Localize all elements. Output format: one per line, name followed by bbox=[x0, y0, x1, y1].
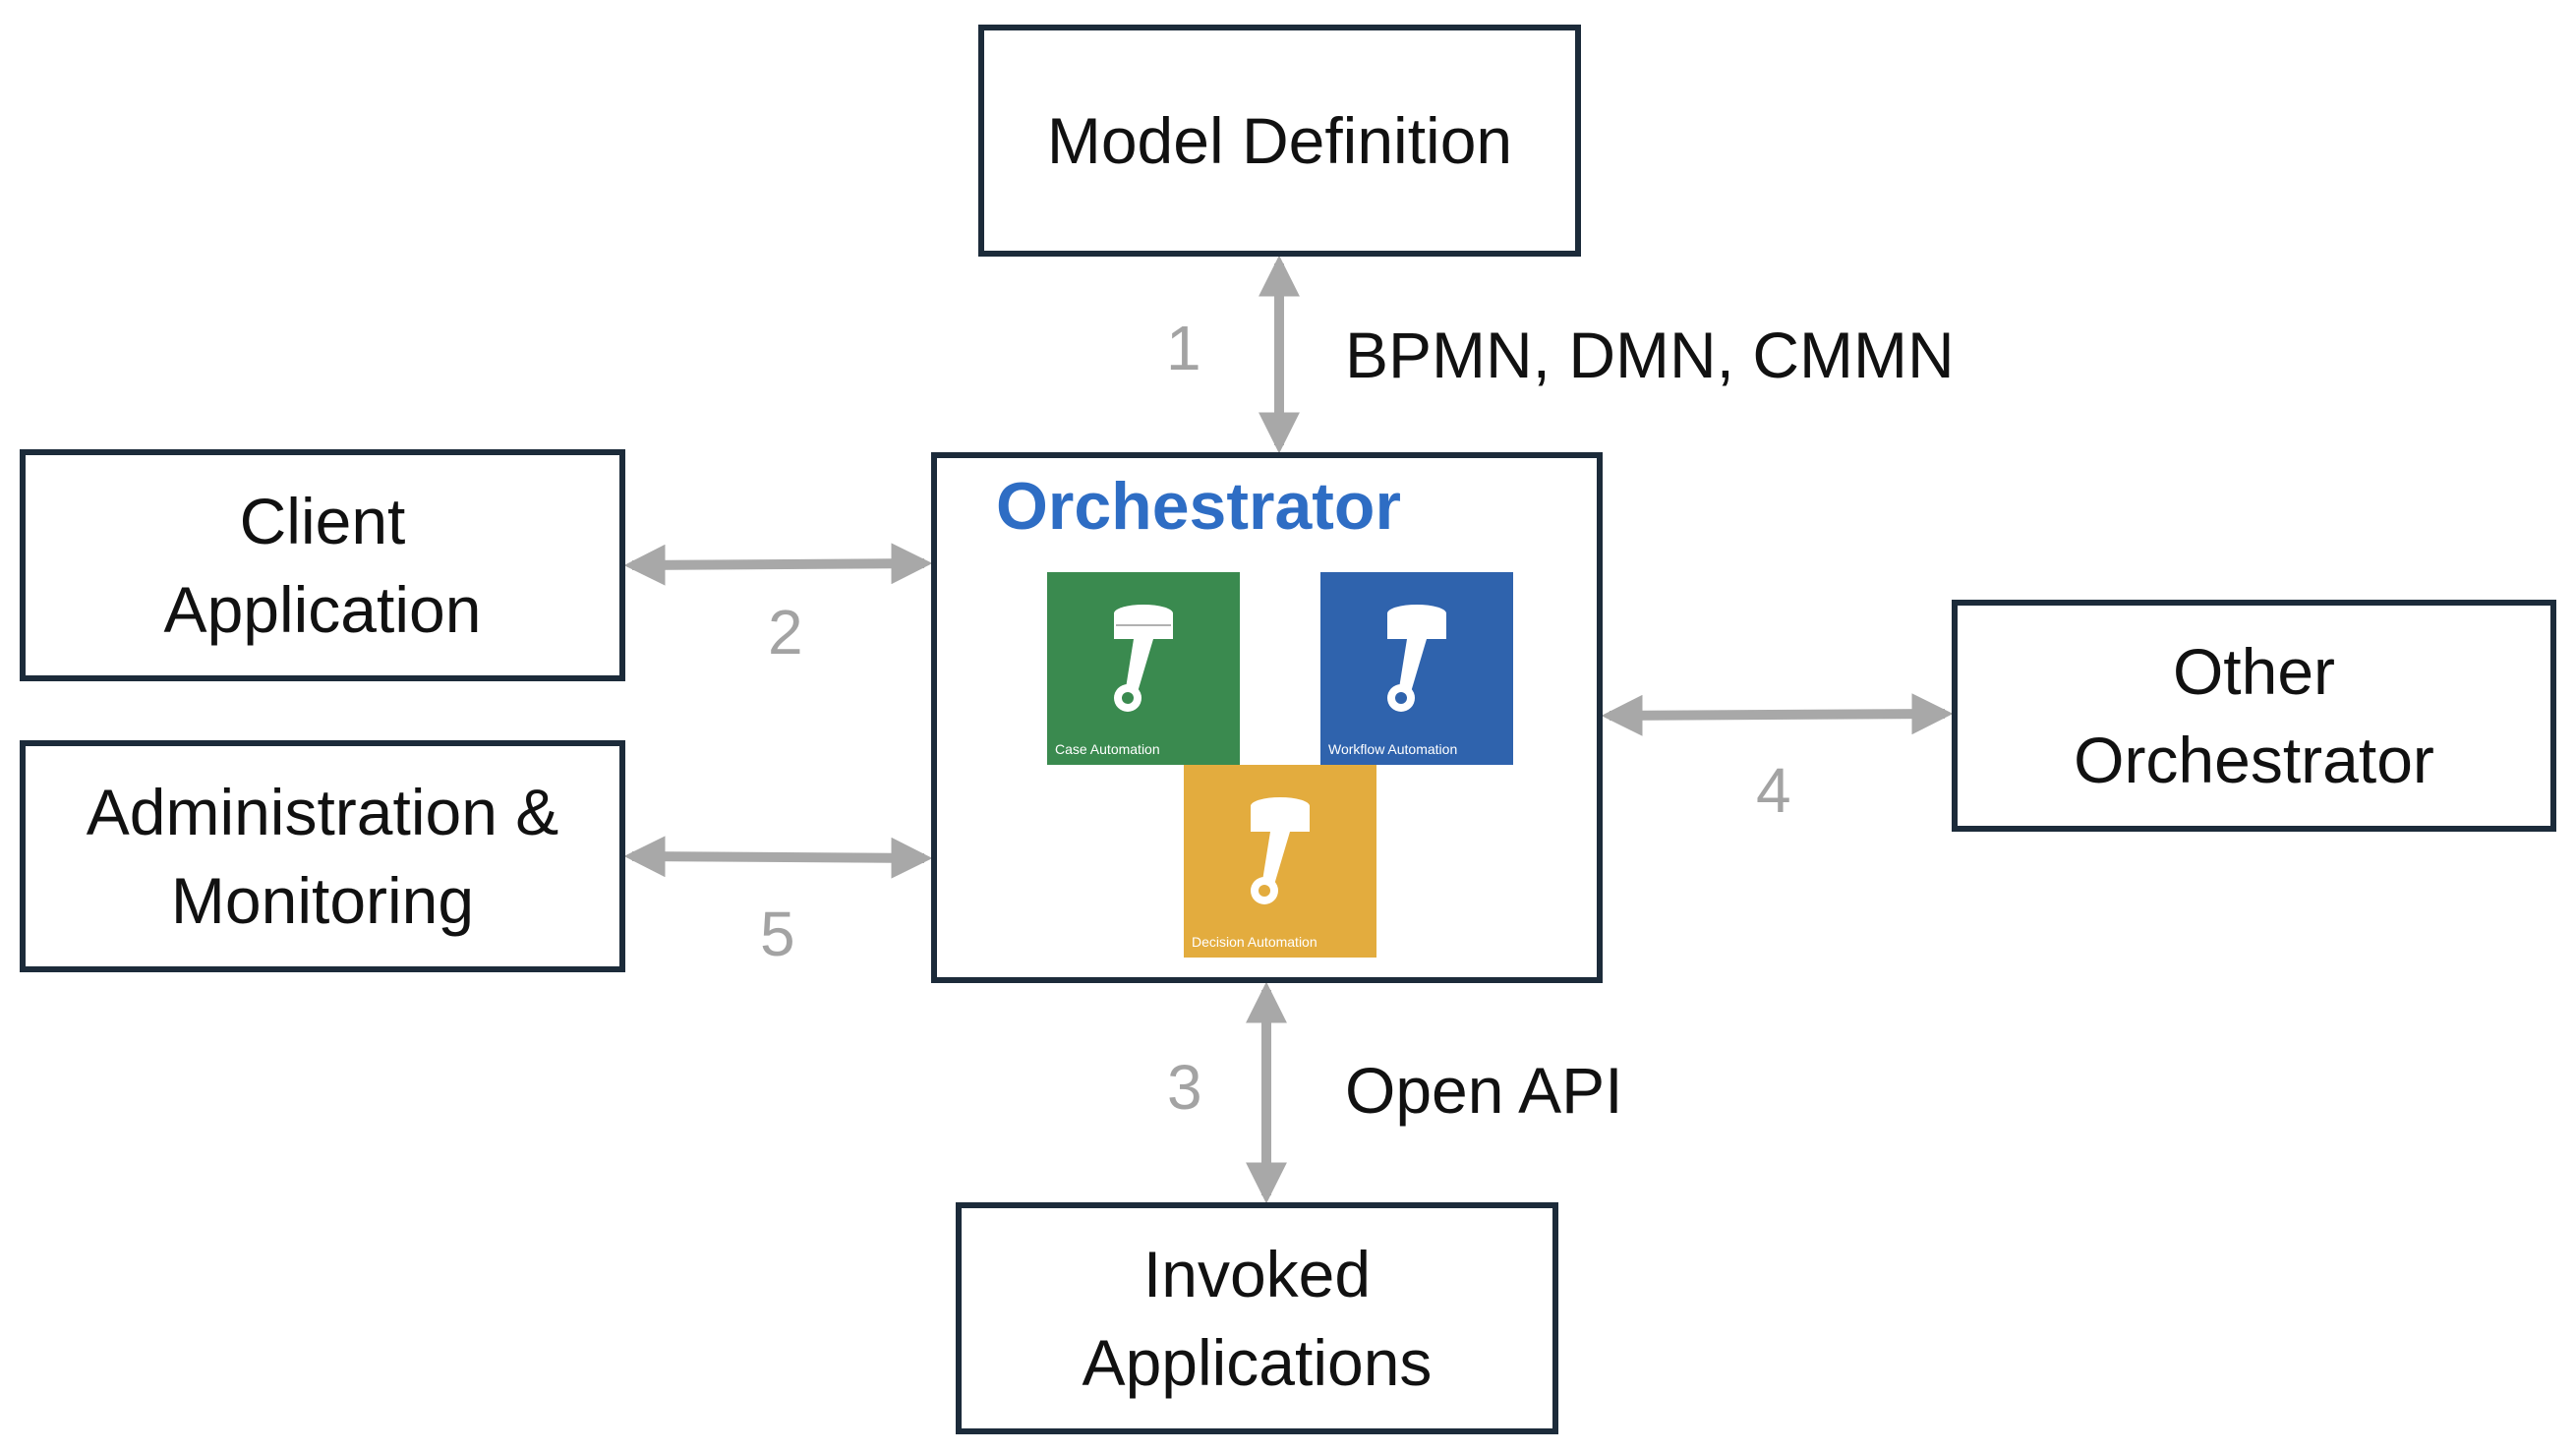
connection-number-1: 1 bbox=[1166, 313, 1201, 383]
connection-number-2: 2 bbox=[768, 597, 803, 668]
model-definition-box: Model Definition bbox=[978, 25, 1581, 257]
invoked-applications-label-line2: Applications bbox=[1082, 1326, 1433, 1399]
case-automation-label: Case Automation bbox=[1055, 741, 1160, 757]
other-orchestrator-box: Other Orchestrator bbox=[1952, 600, 2556, 832]
workflow-automation-label: Workflow Automation bbox=[1328, 741, 1458, 757]
open-api-label: Open API bbox=[1345, 1054, 1623, 1127]
administration-monitoring-label-line2: Monitoring bbox=[170, 864, 475, 937]
administration-monitoring-box: Administration & Monitoring bbox=[20, 740, 625, 972]
arrow-orchestrator-other bbox=[1601, 693, 1954, 736]
other-orchestrator-label-line2: Orchestrator bbox=[2074, 724, 2434, 796]
decision-automation-tile: Decision Automation bbox=[1184, 765, 1376, 958]
client-application-label-line2: Application bbox=[163, 573, 482, 646]
workflow-automation-tile: Workflow Automation bbox=[1320, 572, 1513, 765]
model-standards-label: BPMN, DMN, CMMN bbox=[1345, 319, 1955, 391]
client-application-box: Client Application bbox=[20, 449, 625, 681]
decision-automation-label: Decision Automation bbox=[1192, 934, 1317, 950]
case-automation-tile: Case Automation bbox=[1047, 572, 1240, 765]
client-application-label-line1: Client bbox=[239, 485, 406, 557]
invoked-applications-box: Invoked Applications bbox=[956, 1202, 1558, 1434]
connection-number-4: 4 bbox=[1756, 755, 1791, 826]
orchestrator-title: Orchestrator bbox=[996, 469, 1401, 544]
arrow-admin-orchestrator bbox=[623, 836, 933, 879]
connection-number-5: 5 bbox=[760, 899, 795, 969]
invoked-applications-label-line1: Invoked bbox=[1142, 1238, 1372, 1310]
piston-icon bbox=[1251, 797, 1310, 904]
administration-monitoring-label-line1: Administration & bbox=[86, 776, 559, 848]
piston-icon bbox=[1387, 605, 1446, 712]
model-definition-label: Model Definition bbox=[1046, 104, 1513, 177]
arrow-client-orchestrator bbox=[623, 543, 933, 586]
piston-icon bbox=[1114, 605, 1173, 712]
other-orchestrator-label-line1: Other bbox=[2172, 635, 2336, 708]
connection-number-3: 3 bbox=[1167, 1052, 1202, 1123]
